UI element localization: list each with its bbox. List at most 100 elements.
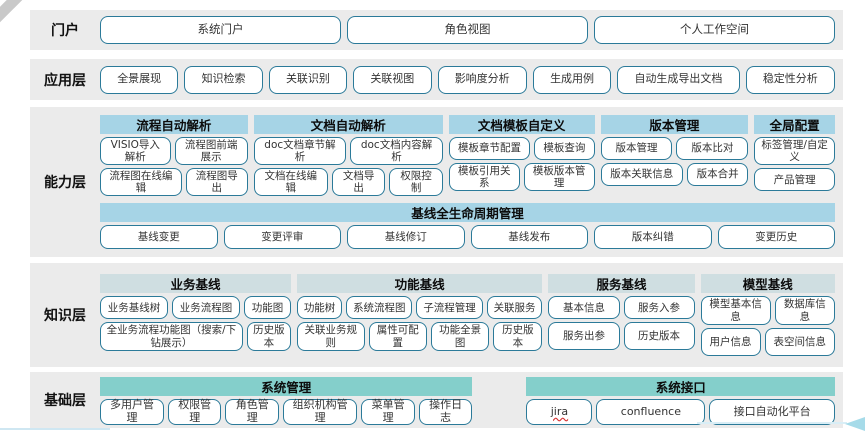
layer-label-capability: 能力层 (44, 175, 86, 191)
module-box: 接口自动化平台 (709, 399, 836, 425)
module-box: 多用户管理 (100, 399, 164, 425)
module-box: 关联服务 (486, 296, 543, 320)
module-row: 模板引用关系模板版本管理 (448, 162, 595, 192)
module-box: 影响度分析 (437, 65, 527, 94)
module-row: 全业务流程功能图（搜索/下钻展示）历史版本 (100, 322, 291, 351)
group-header: 系统管理 (100, 377, 473, 396)
module-row: 版本管理版本比对 (600, 136, 749, 160)
module-row: 基本信息服务入参 (548, 296, 695, 320)
module-box: 权限控制 (389, 168, 443, 197)
module-group: 业务基线业务基线树业务流程图功能图全业务流程功能图（搜索/下钻展示）历史版本 (100, 274, 291, 355)
module-box: 数据库信息 (774, 296, 835, 325)
module-box: 操作日志 (418, 399, 473, 425)
layer-band-application: 应用层全景展现知识检索关联识别关联视图影响度分析生成用例自动生成导出文档稳定性分… (30, 59, 843, 100)
module-box: 知识检索 (184, 65, 263, 94)
module-row: 模型基本信息数据库信息 (700, 296, 835, 325)
module-box: 功能图 (243, 296, 291, 320)
module-row: 业务基线树业务流程图功能图 (100, 296, 291, 320)
baseline-group-header: 基线全生命周期管理 (100, 203, 835, 223)
module-box: 角色视图 (347, 16, 588, 44)
module-box: 流程图前端展示 (174, 136, 248, 166)
left-arrow-icon (845, 417, 865, 431)
module-row: 标签管理/自定义 (754, 136, 836, 166)
group-header: 文档模板自定义 (448, 114, 595, 134)
module-box: 版本纠错 (594, 225, 712, 250)
group-header: 功能基线 (296, 274, 543, 294)
module-box: 全业务流程功能图（搜索/下钻展示） (100, 322, 243, 351)
group-header: 模型基线 (700, 274, 835, 294)
module-box: 版本合并 (686, 162, 749, 186)
module-box: 功能树 (296, 296, 343, 320)
module-box: 基线变更 (100, 225, 218, 250)
module-box: 个人工作空间 (594, 16, 835, 44)
module-box: confluence (596, 399, 706, 425)
module-box: jira (526, 399, 593, 425)
module-box: 流程图在线编辑 (100, 168, 182, 197)
module-row: 用户信息表空间信息 (700, 327, 835, 356)
module-box: 版本管理 (600, 136, 673, 160)
module-row: 服务出参历史版本 (548, 322, 695, 351)
module-box: 服务入参 (623, 296, 695, 320)
group-header: 系统接口 (526, 377, 835, 396)
module-box: 历史版本 (246, 322, 291, 351)
arrow-line (697, 422, 847, 424)
layer-content-portal: 系统门户角色视图个人工作空间 (100, 10, 843, 50)
module-box: 标签管理/自定义 (754, 136, 836, 166)
layer-content-knowledge: 业务基线业务基线树业务流程图功能图全业务流程功能图（搜索/下钻展示）历史版本功能… (100, 263, 843, 367)
module-box: 模板章节配置 (448, 136, 531, 160)
module-box: 子流程管理 (416, 296, 483, 320)
module-row: 产品管理 (754, 168, 836, 192)
module-group: 版本管理版本管理版本比对版本关联信息版本合并 (600, 114, 749, 196)
module-box: 产品管理 (754, 168, 836, 192)
layer-band-knowledge: 知识层业务基线业务基线树业务流程图功能图全业务流程功能图（搜索/下钻展示）历史版… (30, 263, 843, 367)
module-box: 基本信息 (548, 296, 620, 320)
module-group: 服务基线基本信息服务入参服务出参历史版本 (548, 274, 695, 355)
module-row: 功能树系统流程图子流程管理关联服务 (296, 296, 543, 320)
module-box: doc文档章节解析 (253, 136, 347, 166)
module-box: VISIO导入解析 (100, 136, 171, 166)
group-header: 文档自动解析 (253, 114, 443, 134)
module-box: 系统流程图 (346, 296, 413, 320)
module-box: 模型基本信息 (700, 296, 771, 325)
module-group: 全局配置标签管理/自定义产品管理 (754, 114, 836, 196)
module-box: 变更评审 (223, 225, 341, 250)
module-box: 关联业务规则 (296, 322, 365, 351)
module-box: 稳定性分析 (745, 65, 835, 94)
module-box: 历史版本 (493, 322, 543, 351)
group-header: 服务基线 (548, 274, 695, 294)
module-row: 系统门户角色视图个人工作空间 (100, 16, 835, 44)
module-box: 业务基线树 (100, 296, 168, 320)
module-box: 业务流程图 (171, 296, 240, 320)
module-box: 文档导出 (331, 168, 386, 197)
baseline-row: 基线变更变更评审基线修订基线发布版本纠错变更历史 (100, 225, 835, 250)
module-row: 模板章节配置模板查询 (448, 136, 595, 160)
module-box: 流程图导出 (185, 168, 248, 197)
module-box: 角色管理 (225, 399, 280, 425)
module-row: 全景展现知识检索关联识别关联视图影响度分析生成用例自动生成导出文档稳定性分析 (100, 65, 835, 94)
layer-label-knowledge: 知识层 (44, 308, 86, 324)
group-header: 业务基线 (100, 274, 291, 294)
module-row: 流程图在线编辑流程图导出 (100, 168, 248, 197)
module-row: 关联业务规则属性可配置功能全景图历史版本 (296, 322, 543, 351)
module-box: 基线发布 (470, 225, 588, 250)
group-header: 版本管理 (600, 114, 749, 134)
module-row: 文档在线编辑文档导出权限控制 (253, 168, 443, 197)
layer-label-portal: 门户 (51, 23, 79, 39)
module-box: 属性可配置 (368, 322, 427, 351)
module-box: 模板版本管理 (523, 162, 595, 192)
module-box: 变更历史 (717, 225, 835, 250)
groups-row: 业务基线业务基线树业务流程图功能图全业务流程功能图（搜索/下钻展示）历史版本功能… (100, 274, 835, 356)
module-row: 多用户管理权限管理角色管理组织机构管理菜单管理操作日志 (100, 399, 473, 425)
module-row: VISIO导入解析流程图前端展示 (100, 136, 248, 166)
module-box: 基线修订 (347, 225, 465, 250)
